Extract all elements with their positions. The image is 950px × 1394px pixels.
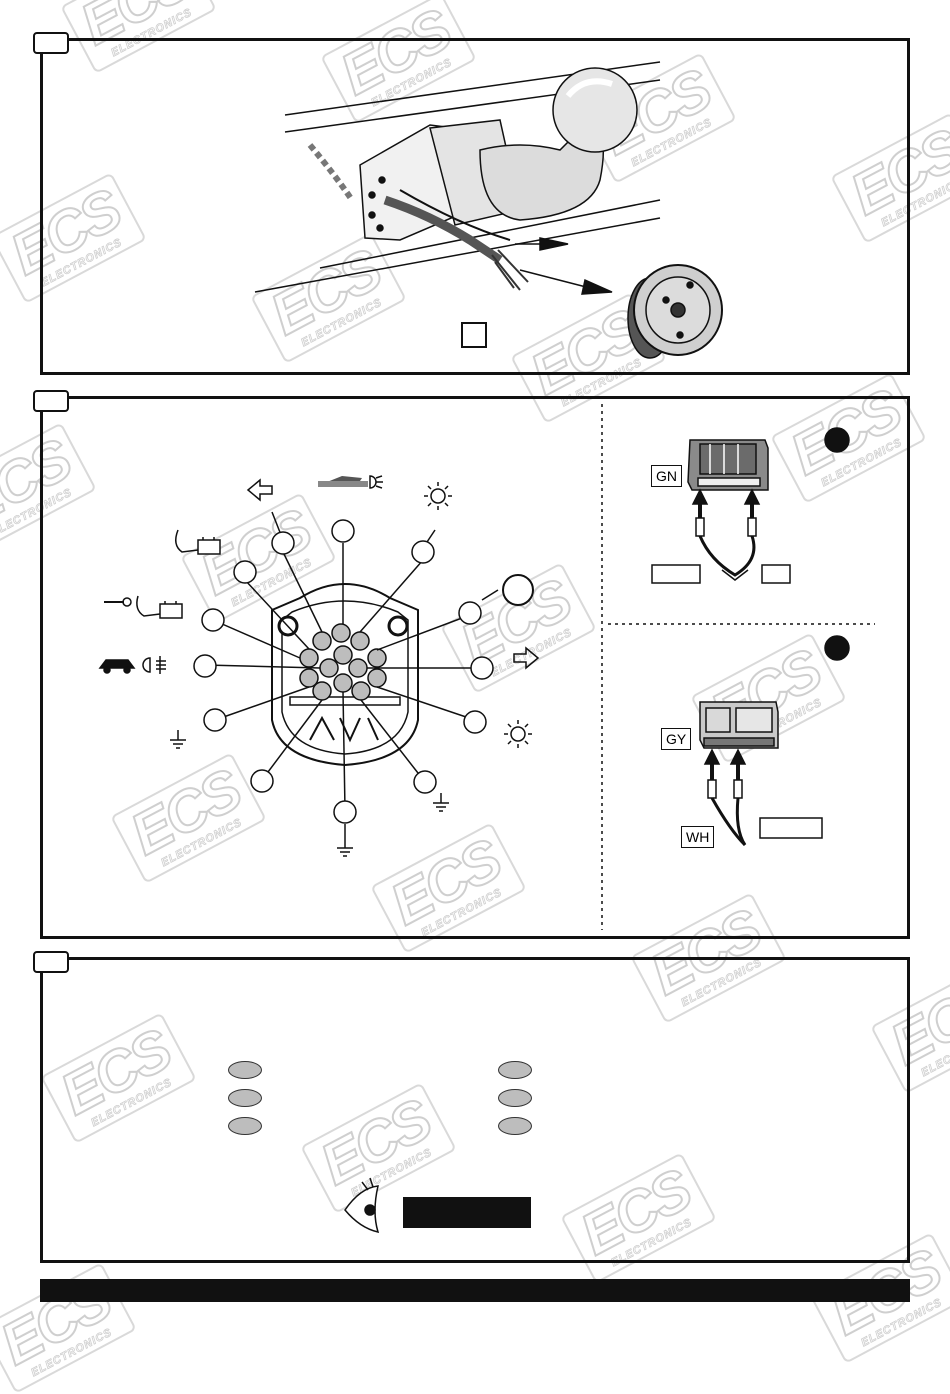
right-indicator-icon (513, 646, 540, 670)
option-oval (498, 1061, 532, 1079)
option-oval (228, 1089, 262, 1107)
ground-icon (433, 793, 449, 812)
connector-gy (699, 635, 850, 847)
diagram-drawing (98, 61, 875, 1234)
panel-step-2 (40, 396, 910, 939)
ignition-battery-icon (104, 595, 183, 619)
tail-lamp-icon (504, 720, 532, 748)
step-tab-2 (33, 390, 69, 412)
wire-label-gy: GY (661, 728, 692, 750)
connector-gn (651, 427, 850, 584)
ground-icon (337, 838, 353, 857)
option-oval (228, 1117, 262, 1135)
battery-icon (175, 529, 221, 555)
panel-step-1 (40, 38, 910, 375)
socket-pinout (193, 511, 534, 838)
function-icons (98, 475, 540, 857)
eye-icon (344, 1177, 380, 1234)
reverse-car-icon (98, 656, 166, 674)
panel-step-3 (40, 957, 910, 1263)
option-oval (498, 1117, 532, 1135)
wire-label-wh: WH (681, 826, 715, 848)
option-oval (498, 1089, 532, 1107)
towbar-illustration (254, 61, 723, 359)
left-indicator-icon (246, 478, 273, 502)
step-tab-3 (33, 951, 69, 973)
brake-lamp-icon (424, 482, 452, 510)
ground-icon (170, 730, 186, 749)
option-oval (228, 1061, 262, 1079)
redacted-label-bar (403, 1197, 531, 1228)
step-tab-1 (33, 32, 69, 54)
wire-label-gn: GN (651, 465, 682, 487)
footer-bar (40, 1279, 910, 1302)
